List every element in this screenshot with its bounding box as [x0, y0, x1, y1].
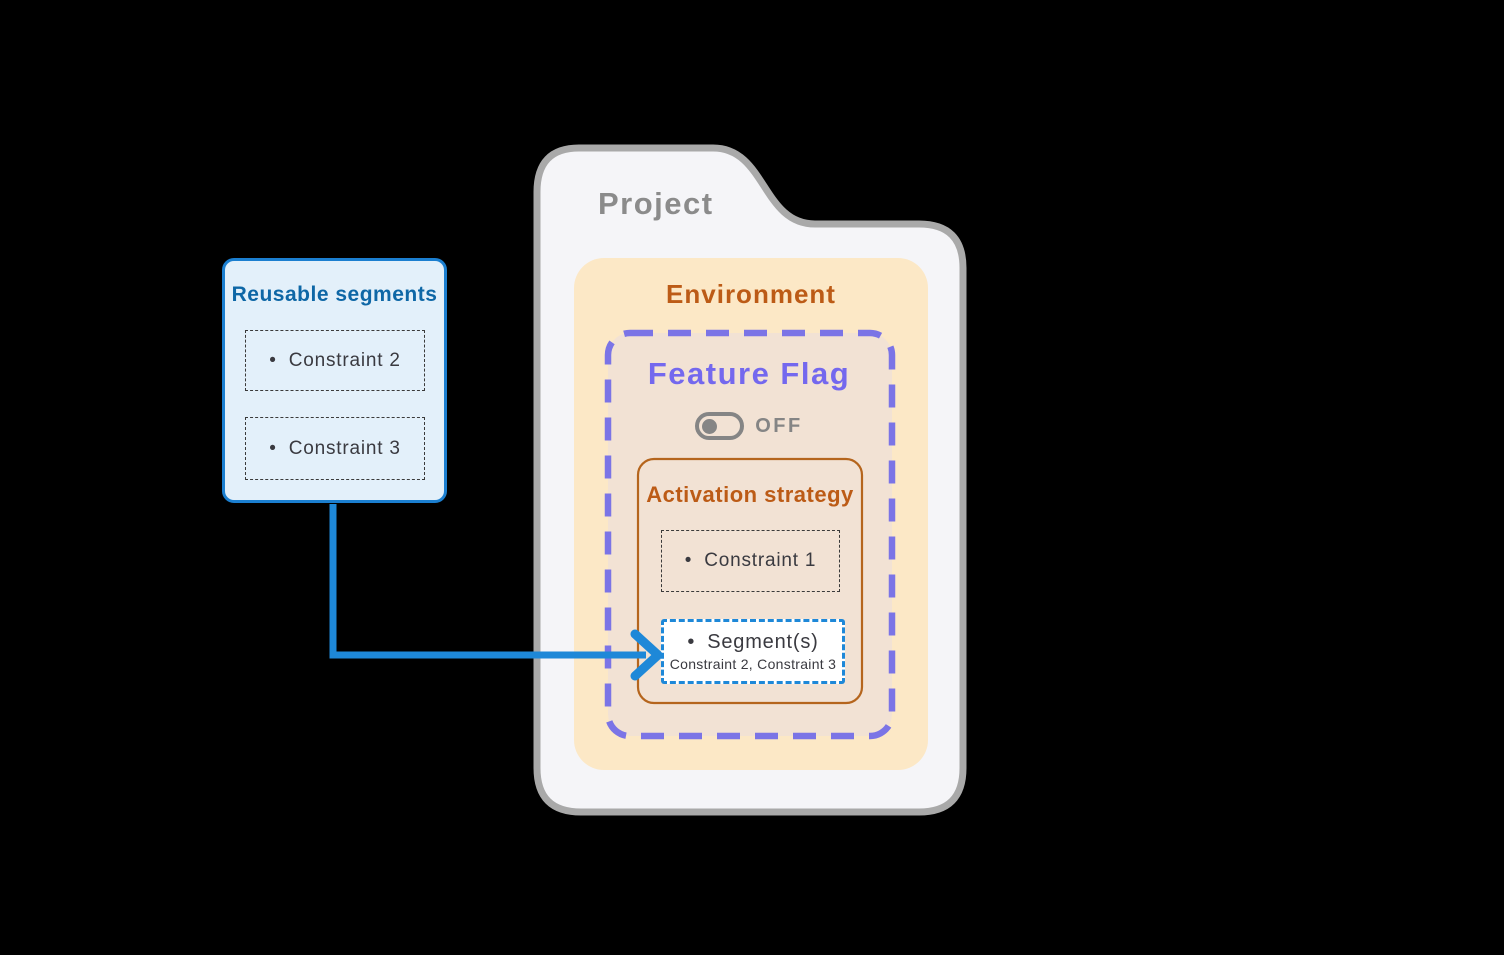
- feature-flag-title: Feature Flag: [647, 356, 851, 391]
- reusable-segments-title: Reusable segments: [231, 283, 438, 306]
- segments-label: Segment(s): [707, 631, 819, 653]
- segments-detail: Constraint 2, Constraint 3: [669, 656, 837, 672]
- bullet-icon: •: [269, 437, 277, 459]
- reusable-constraint-3-box: • Constraint 3: [245, 417, 425, 480]
- activation-strategy-title: Activation strategy: [646, 482, 854, 507]
- constraint-1-label: Constraint 1: [704, 550, 817, 571]
- environment-title: Environment: [666, 279, 836, 309]
- reusable-constraint-3-label: Constraint 3: [288, 437, 401, 459]
- project-title: Project: [598, 186, 714, 221]
- toggle-knob-icon: [702, 418, 718, 434]
- bullet-icon: •: [687, 631, 696, 653]
- segments-label-row: • Segment(s): [687, 631, 818, 654]
- feature-flag-toggle-row: OFF: [605, 410, 893, 442]
- segments-box: • Segment(s) Constraint 2, Constraint 3: [661, 619, 845, 684]
- toggle-state-label: OFF: [755, 414, 803, 437]
- reusable-constraint-2-label: Constraint 2: [288, 349, 401, 371]
- bullet-icon: •: [684, 550, 693, 571]
- reusable-segments-box: Reusable segments • Constraint 2 • Const…: [222, 258, 447, 503]
- reusable-constraint-2-box: • Constraint 2: [245, 330, 425, 391]
- constraint-1-box: • Constraint 1: [661, 530, 840, 592]
- toggle-off-icon: [695, 412, 745, 440]
- bullet-icon: •: [269, 349, 277, 371]
